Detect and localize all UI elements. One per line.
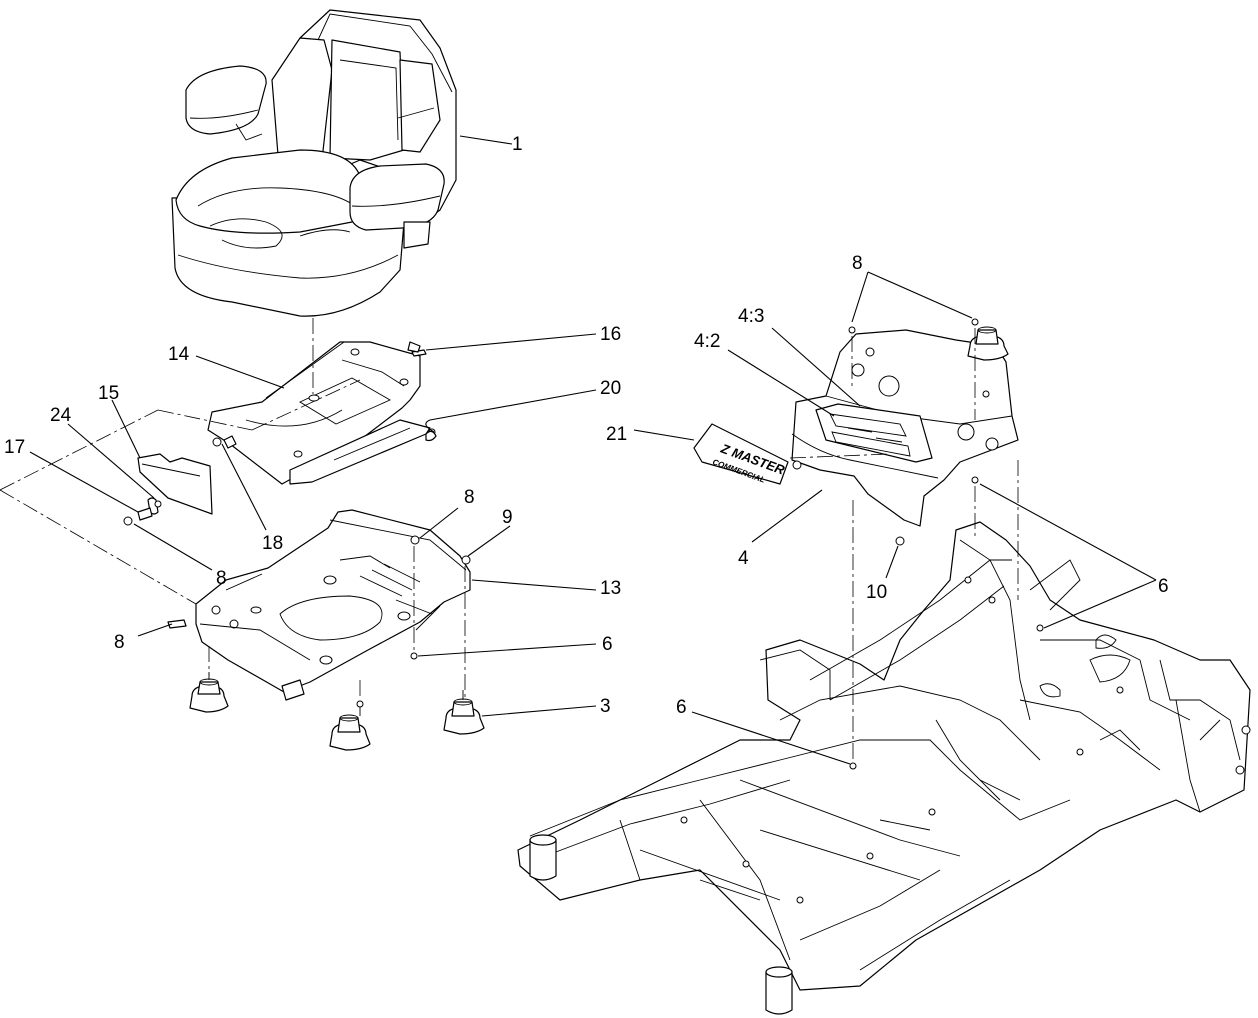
callout-6-left: 6: [602, 634, 613, 655]
center-lines: [0, 318, 1019, 760]
z-master-decal: Z MASTER COMMERCIAL: [693, 423, 789, 485]
switch-bracket: [123, 453, 213, 526]
isolator-mount-4: [848, 318, 1009, 546]
control-pod: [791, 329, 1019, 527]
callout-labels: 1 16 14 20 15 24 17 18 8 9 13 8 8 6 3 8 …: [4, 134, 1169, 718]
hardware-left: [137, 341, 471, 660]
callout-21: 21: [606, 424, 627, 445]
leader-lines: [29, 135, 1157, 765]
callout-4-2: 4:2: [694, 331, 720, 352]
seat-mount-plate: [207, 341, 436, 485]
callout-17: 17: [4, 437, 25, 458]
callout-24: 24: [50, 405, 72, 426]
callout-8-left: 8: [216, 568, 227, 589]
callout-8-bottom: 8: [114, 632, 125, 653]
callout-6-right: 6: [1158, 576, 1169, 597]
callout-1: 1: [512, 134, 523, 155]
callout-8-top: 8: [464, 487, 475, 508]
tractor-frame: [517, 521, 1251, 1015]
callout-10: 10: [866, 582, 887, 603]
isolator-mount-2: [329, 700, 371, 751]
isolator-mount-1: [189, 672, 229, 713]
isolator-mount-3: [443, 690, 485, 735]
seat: [171, 9, 457, 317]
callout-3: 3: [600, 696, 611, 717]
callout-14: 14: [168, 344, 190, 365]
callout-16: 16: [600, 324, 621, 345]
callout-8-right: 8: [852, 253, 863, 274]
callout-18: 18: [262, 533, 283, 554]
callout-4-3: 4:3: [738, 306, 764, 327]
callout-6-frame: 6: [676, 697, 687, 718]
callout-20: 20: [600, 378, 621, 399]
callout-13: 13: [600, 578, 621, 599]
callout-15: 15: [98, 383, 119, 404]
callout-9: 9: [502, 507, 513, 528]
callout-4: 4: [738, 548, 749, 569]
lower-seat-plate: [195, 509, 471, 701]
hardware-frame: [849, 624, 1044, 770]
